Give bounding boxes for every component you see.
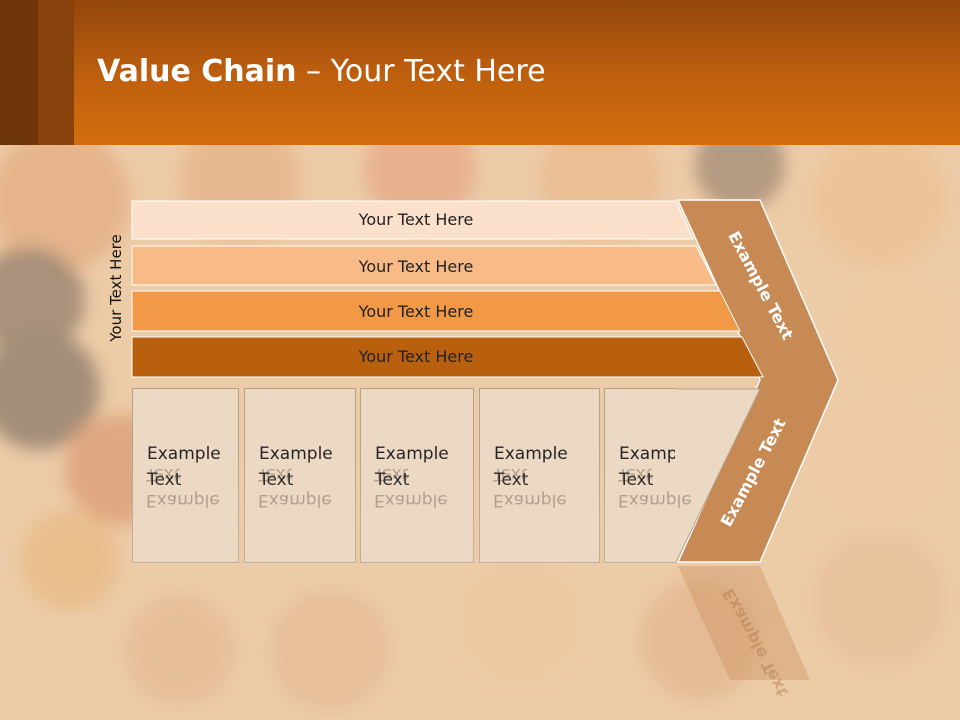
box-reflection-2: Example Text: [244, 445, 356, 565]
box-reflection-1: Example Text: [132, 445, 239, 565]
bar-shape-1: [131, 200, 694, 240]
example-box-3: Example Text: [360, 388, 474, 563]
box-line-2: Text: [619, 470, 654, 490]
box-line-1: Example: [147, 444, 221, 464]
chevron-reflection: [678, 566, 810, 680]
bar-shape-3: [131, 290, 741, 332]
bar-label-4: Your Text Here: [358, 347, 474, 366]
reflection-line-2: Text: [258, 464, 293, 484]
bar-shape-4: [131, 336, 764, 378]
box-line-1: Example: [494, 444, 568, 464]
reflection-line-1: Example: [374, 490, 448, 510]
page-title: Value Chain – Your Text Here: [97, 54, 546, 89]
example-box-2: Example Text: [244, 388, 356, 563]
bar-label-2: Your Text Here: [358, 257, 474, 276]
title-header: Value Chain – Your Text Here: [0, 0, 960, 145]
title-rest: – Your Text Here: [296, 54, 546, 89]
bar-label-1: Your Text Here: [358, 210, 474, 229]
example-box-5: Example Text: [604, 388, 693, 563]
bar-shape-2: [131, 245, 717, 286]
box-line-2: Text: [375, 470, 410, 490]
reflection-line-2: Text: [618, 464, 653, 484]
reflection-line-2: Text: [493, 464, 528, 484]
box-reflection-5: Example Text: [604, 445, 692, 565]
example-box-1: Example Text: [132, 388, 239, 563]
chevron-arrow: [676, 199, 839, 563]
bar-label-3: Your Text Here: [358, 302, 474, 321]
box-line-1: Example: [619, 444, 693, 464]
reflection-line-1: Example: [146, 490, 220, 510]
box-line-1: Example: [375, 444, 449, 464]
box-line-2: Text: [259, 470, 294, 490]
header-accent-bar: [0, 0, 38, 145]
box-line-2: Text: [494, 470, 529, 490]
reflection-line-2: Text: [374, 464, 409, 484]
example-box-4: Example Text: [479, 388, 600, 563]
box-line-2: Text: [147, 470, 182, 490]
reflection-line-2: Text: [146, 464, 181, 484]
header-accent-bar-2: [38, 0, 74, 145]
reflection-line-1: Example: [493, 490, 567, 510]
box-line-1: Example: [259, 444, 333, 464]
title-bold: Value Chain: [97, 54, 297, 89]
box-reflection-3: Example Text: [360, 445, 474, 565]
box-reflection-4: Example Text: [479, 445, 600, 565]
reflection-line-1: Example: [618, 490, 692, 510]
reflection-line-1: Example: [258, 490, 332, 510]
